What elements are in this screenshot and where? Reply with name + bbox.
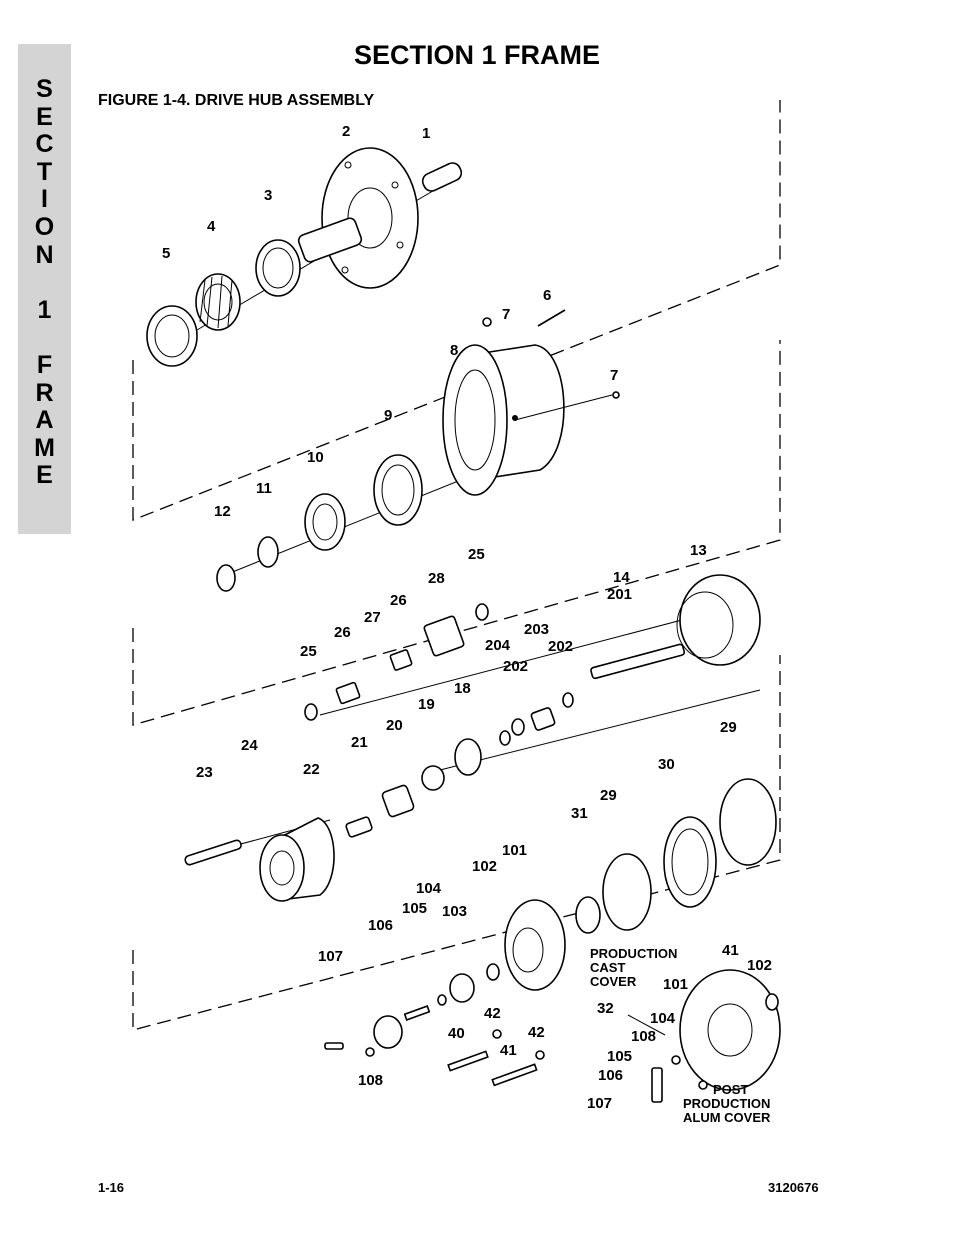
callout-19: 19 — [418, 696, 435, 713]
svg-text:PRODUCTION: PRODUCTION — [683, 1096, 770, 1111]
callout-22: 22 — [303, 761, 320, 778]
callout-204: 204 — [485, 637, 511, 654]
callout-4: 4 — [207, 218, 216, 235]
callout-3: 3 — [264, 187, 272, 204]
part-alum-cover — [651, 969, 781, 1103]
callout-11: 11 — [256, 480, 272, 497]
callout-20: 20 — [386, 717, 403, 734]
part-bearing-cone-inner — [304, 493, 346, 551]
callout-102a: 102 — [472, 858, 497, 875]
callout-6: 6 — [543, 287, 551, 304]
callout-24: 24 — [241, 737, 258, 754]
callout-5: 5 — [162, 245, 170, 262]
callout-9: 9 — [384, 407, 392, 424]
page-number: 1-16 — [98, 1180, 125, 1195]
callout-23: 23 — [196, 764, 213, 781]
callout-2: 2 — [342, 123, 350, 140]
callout-7b: 7 — [610, 367, 618, 384]
part-bearing-cup-inner — [373, 454, 423, 526]
part-carrier — [184, 817, 335, 902]
part-pin — [421, 162, 463, 192]
callout-104a: 104 — [416, 880, 442, 897]
part-spindle — [297, 147, 419, 289]
svg-text:PRODUCTION: PRODUCTION — [590, 946, 677, 961]
callout-18: 18 — [454, 680, 471, 697]
callout-103: 103 — [442, 903, 467, 920]
callout-26b: 26 — [334, 624, 351, 641]
part-hub — [442, 344, 613, 496]
part-cover-set — [575, 778, 777, 934]
callout-1: 1 — [422, 125, 430, 142]
callout-42b: 42 — [528, 1024, 545, 1041]
note-post-production-alum-cover: POST PRODUCTION ALUM COVER — [683, 1082, 771, 1125]
part-planet-set-a — [304, 603, 489, 721]
callout-7a: 7 — [502, 306, 510, 323]
part-sun-gear-set — [345, 738, 482, 838]
callout-40: 40 — [448, 1025, 465, 1042]
part-rings-upper — [216, 536, 279, 592]
callout-25b: 25 — [300, 643, 317, 660]
callout-101b: 101 — [663, 976, 688, 993]
callout-202a: 202 — [548, 638, 573, 655]
callout-41b: 41 — [500, 1042, 517, 1059]
callouts: 2 1 3 4 5 6 7 8 7 9 10 11 12 13 14 201 2… — [162, 123, 772, 1112]
svg-text:ALUM COVER: ALUM COVER — [683, 1110, 771, 1125]
callout-102b: 102 — [747, 957, 772, 974]
callout-26a: 26 — [390, 592, 407, 609]
callout-13: 13 — [690, 542, 707, 559]
part-bolt — [482, 309, 620, 399]
callout-14: 14 — [613, 569, 630, 586]
callout-41a: 41 — [722, 942, 739, 959]
part-bearing-cup — [146, 305, 198, 367]
callout-107b: 107 — [587, 1095, 612, 1112]
callout-202b: 202 — [503, 658, 528, 675]
callout-101a: 101 — [502, 842, 527, 859]
callout-108b: 108 — [358, 1072, 383, 1089]
callout-29b: 29 — [600, 787, 617, 804]
part-small-hardware — [324, 963, 545, 1087]
callout-42a: 42 — [484, 1005, 501, 1022]
callout-25a: 25 — [468, 546, 485, 563]
callout-104b: 104 — [650, 1010, 676, 1027]
page-title: SECTION 1 FRAME — [353, 40, 601, 70]
figure-title: FIGURE 1-4. DRIVE HUB ASSEMBLY — [98, 92, 375, 109]
svg-text:COVER: COVER — [590, 974, 637, 989]
part-seal — [255, 239, 301, 297]
part-bearing-cone — [195, 273, 241, 331]
svg-text:CAST: CAST — [590, 960, 625, 975]
callout-105a: 105 — [402, 900, 427, 917]
callout-30: 30 — [658, 756, 675, 773]
section-tab: S E C T I O N 1 F R A M E — [18, 44, 71, 534]
part-spring-set — [499, 692, 574, 746]
note-production-cast-cover: PRODUCTION CAST COVER — [590, 946, 677, 989]
svg-text:POST: POST — [713, 1082, 748, 1097]
document-number: 3120676 — [768, 1180, 819, 1195]
callout-108a: 108 — [631, 1028, 656, 1045]
callout-21: 21 — [351, 734, 368, 751]
callout-29a: 29 — [720, 719, 737, 736]
callout-106b: 106 — [598, 1067, 623, 1084]
callout-107a: 107 — [318, 948, 343, 965]
callout-31: 31 — [571, 805, 588, 822]
callout-32: 32 — [597, 1000, 614, 1017]
part-ring-gear — [676, 574, 761, 666]
callout-105b: 105 — [607, 1048, 632, 1065]
callout-27: 27 — [364, 609, 381, 626]
callout-8: 8 — [450, 342, 458, 359]
callout-203: 203 — [524, 621, 549, 638]
callout-10: 10 — [307, 449, 324, 466]
part-cover — [504, 899, 566, 991]
callout-106a: 106 — [368, 917, 393, 934]
callout-201: 201 — [607, 586, 632, 603]
part-input-shaft — [590, 643, 686, 680]
callout-12: 12 — [214, 503, 231, 520]
section-tab-text: S E C T I O N 1 F R A M E — [34, 75, 55, 490]
callout-28: 28 — [428, 570, 445, 587]
